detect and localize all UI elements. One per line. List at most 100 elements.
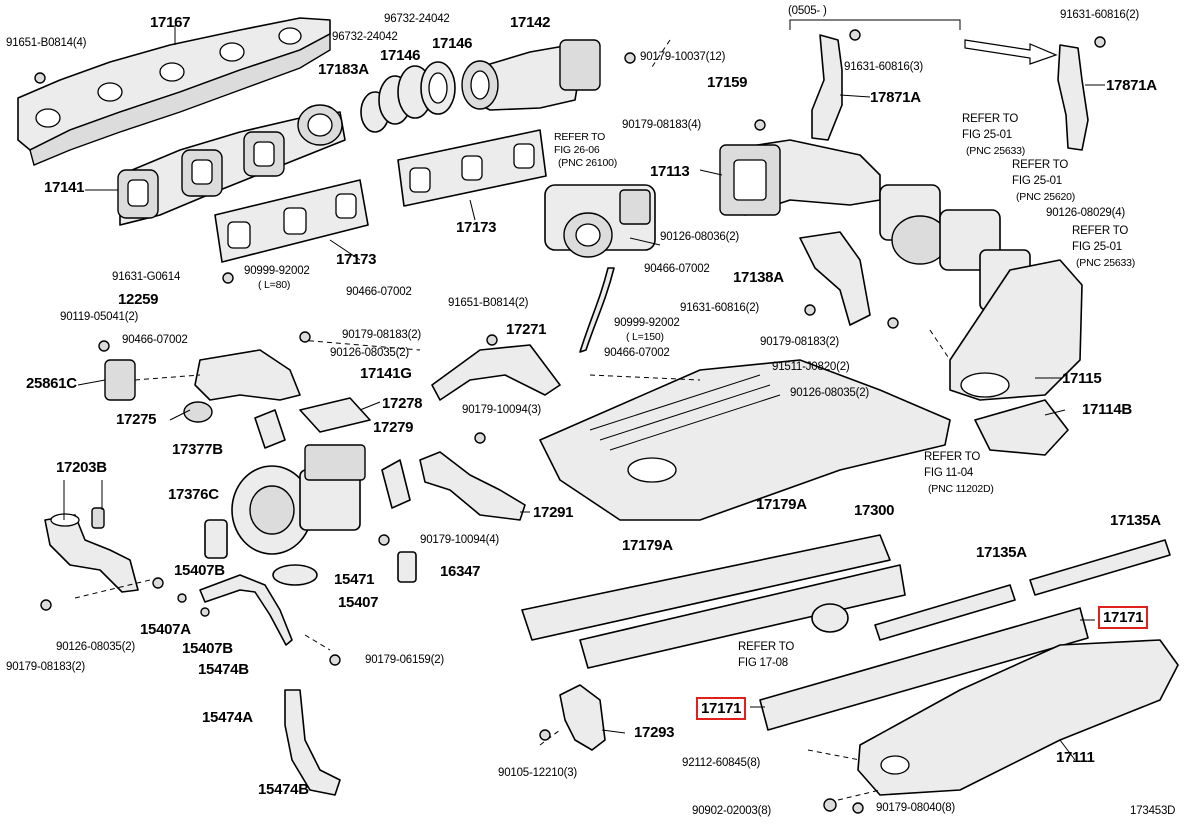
intake-chamber-cover-11202d[interactable] [539,359,951,521]
vacuum-hose-90999-l150[interactable] [579,267,615,353]
label-90999-92002-b: 90999-92002 [614,317,680,329]
label-91511-j0820: 91511-J0820(2) [772,361,850,373]
label-17114b: 17114B [1082,401,1132,418]
hose-15474a[interactable] [284,689,341,796]
label-96732-24042-b: 96732-24042 [332,31,398,43]
label-90179-10094-4: 90179-10094(4) [420,534,500,546]
label-15407b-b: 15407B [182,640,233,657]
gasket-17279[interactable] [381,459,411,509]
refer-f-line1: REFER TO [738,641,795,653]
gasket-16347[interactable] [397,551,417,583]
refer-e-line2: FIG 11-04 [924,467,974,479]
oil-pipe-15407[interactable] [199,574,293,646]
exhaust-manifold-17141[interactable] [117,104,346,226]
bracket-17138a[interactable] [799,231,871,326]
water-outlet-ref-17-08[interactable] [811,603,849,633]
refer-c-line3: (PNC 25633) [1076,257,1136,269]
intake-pipe-17113[interactable] [719,139,881,216]
refer-f-line2: FIG 17-08 [738,657,788,669]
label-91651-b0814-4: 91651-B0814(4) [6,37,87,49]
label-17871a-b: 17871A [1106,77,1157,94]
throttle-body-26100[interactable] [544,184,656,258]
label-17179a-b: 17179A [622,537,673,554]
hose-17203b[interactable] [44,507,139,593]
refer-d-line3: (PNC 26100) [558,157,618,169]
label-90466-07002-low: 90466-07002 [604,347,670,359]
label-90999-92002-a-length: ( L=80) [258,279,291,291]
label-90466-07002-mid: 90466-07002 [644,263,710,275]
exhaust-manifold-17167[interactable] [17,17,331,166]
label-17376c: 17376C [168,486,219,503]
label-90179-08183-2a: 90179-08183(2) [342,329,422,341]
label-90179-06159: 90179-06159(2) [365,654,445,666]
gasket-15471[interactable] [272,564,318,586]
refer-d-line1: REFER TO [554,131,606,143]
label-17138a: 17138A [733,269,784,286]
label-17135a-a: 17135A [1110,512,1161,529]
production-date-bracket [789,19,961,30]
label-96732-24042-a: 96732-24042 [384,13,450,25]
label-17141g: 17141G [360,365,412,382]
bolts-nuts [34,29,1106,814]
label-15474b-a: 15474B [198,661,249,678]
label-17293: 17293 [634,724,675,741]
gasket-17173-mid[interactable] [397,129,547,207]
label-90902-02003: 90902-02003(8) [692,805,772,817]
label-17146-a: 17146 [380,47,421,64]
label-90466-07002-top: 90466-07002 [346,286,412,298]
rail-17135a-right[interactable] [1029,539,1171,596]
label-17300: 17300 [854,502,895,519]
pipe-17115[interactable] [949,259,1083,401]
heat-insulator-17271[interactable] [431,344,561,401]
label-90179-08040: 90179-08040(8) [876,802,956,814]
refer-d-line2: FIG 26-06 [554,144,600,156]
label-17141: 17141 [44,179,85,196]
label-90105-12210: 90105-12210(3) [498,767,578,779]
label-15407b-a: 15407B [174,562,225,579]
label-17113: 17113 [650,163,690,180]
turbocharger[interactable] [231,444,366,555]
label-17159: 17159 [707,74,748,91]
bellows-joint-17146[interactable] [360,61,456,133]
label-17115: 17115 [1062,370,1102,387]
gasket-17278[interactable] [299,397,371,433]
label-90179-10037: 90179-10037(12) [640,51,726,63]
label-90126-08036: 90126-08036(2) [660,231,740,243]
bracket-17871a-right[interactable] [1057,44,1089,151]
refer-c-line2: FIG 25-01 [1072,241,1122,253]
water-outlet-17275[interactable] [104,349,301,423]
gasket-17114b[interactable] [974,399,1069,456]
label-17171-b-highlighted[interactable]: 17171 [696,697,747,720]
label-91631-60816-2-top: 91631-60816(2) [1060,9,1140,21]
refer-b-line3: (PNC 25620) [1016,191,1076,203]
label-17278: 17278 [382,395,423,412]
label-90126-08029: 90126-08029(4) [1046,207,1126,219]
label-17377b: 17377B [172,441,223,458]
refer-c-line1: REFER TO [1072,225,1129,237]
label-90466-07002-left: 90466-07002 [122,334,188,346]
refer-b-line2: FIG 25-01 [1012,175,1062,187]
label-15474b-b: 15474B [258,781,309,798]
label-17173-a: 17173 [336,251,377,268]
exhaust-pipe-17142[interactable] [461,39,601,111]
refer-b-line1: REFER TO [1012,159,1069,171]
figure-id: 173453D [1130,805,1176,817]
label-12259: 12259 [118,291,159,308]
label-90179-08183-4: 90179-08183(4) [622,119,702,131]
intake-gasket-17179a[interactable] [521,534,906,669]
gasket-17173-left[interactable] [214,179,369,263]
label-17171-a-highlighted[interactable]: 17171 [1098,606,1149,629]
label-90999-92002-a: 90999-92002 [244,265,310,277]
bracket-17293[interactable] [559,684,606,751]
label-90179-08183-2b: 90179-08183(2) [760,336,840,348]
label-91631-60816-3: 91631-60816(3) [844,61,924,73]
label-90126-08035-2c: 90126-08035(2) [56,641,136,653]
gasket-17377b[interactable] [254,409,286,449]
intake-manifold-17111[interactable] [857,639,1179,796]
gasket-17171[interactable] [759,607,1089,731]
rail-17135a-left[interactable] [874,584,1016,641]
bracket-17871a-left[interactable] [811,34,843,141]
label-90119-05041: 90119-05041(2) [60,311,139,323]
refer-a-line3: (PNC 25633) [966,145,1026,157]
gasket-17376c[interactable] [204,519,228,559]
